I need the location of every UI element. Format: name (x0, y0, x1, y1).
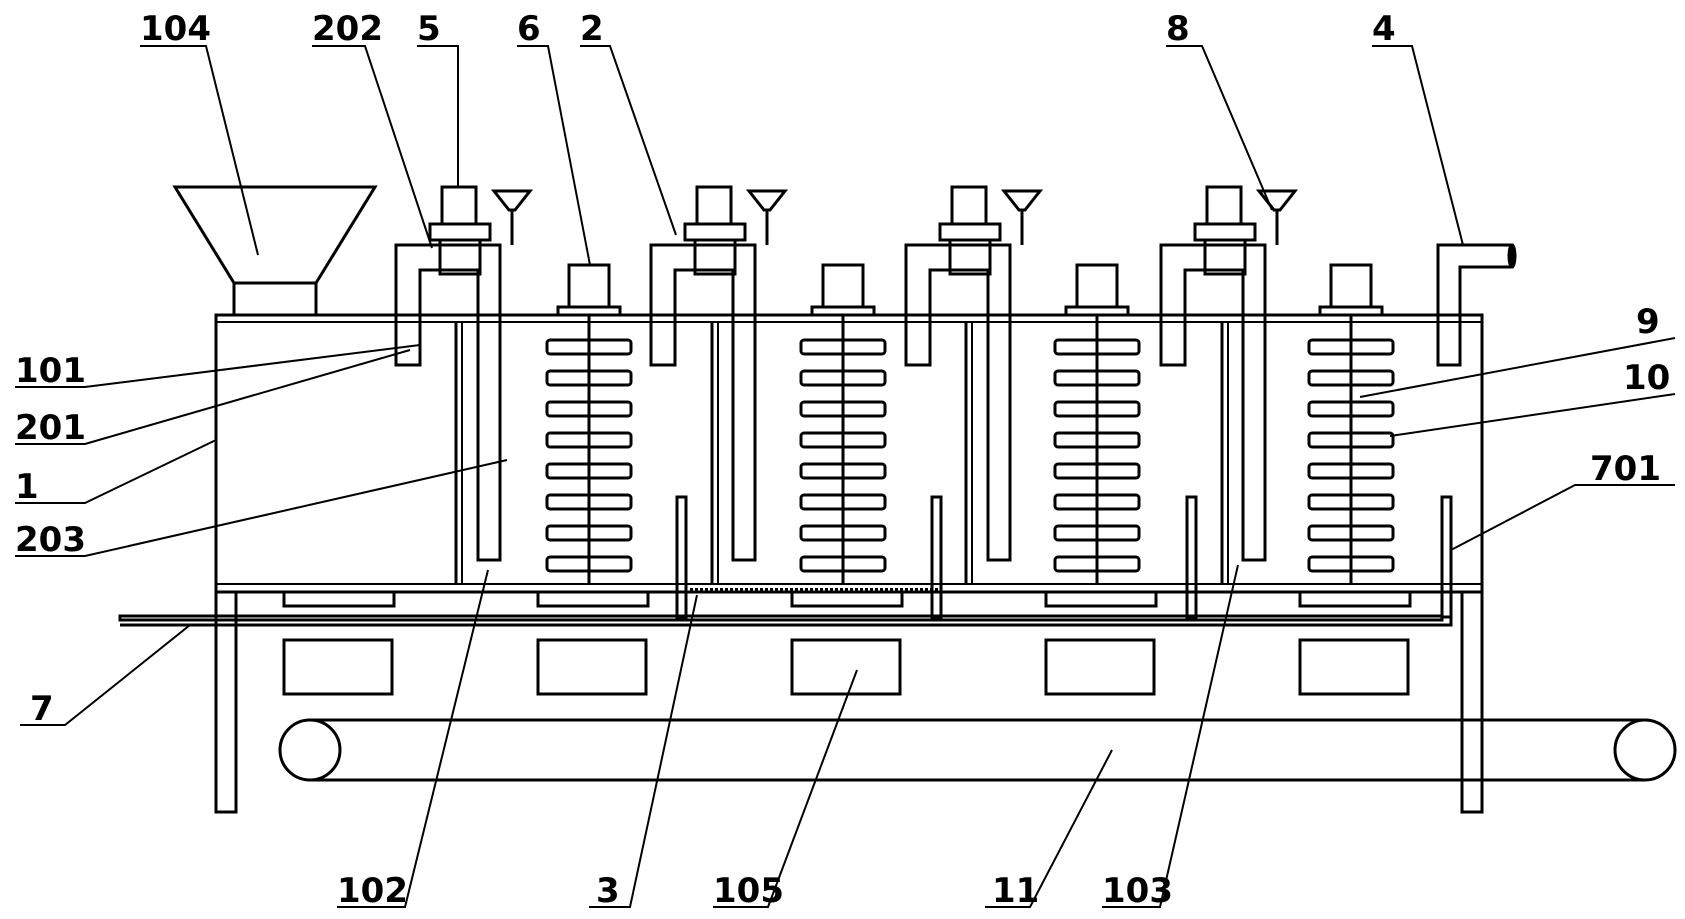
label-701: 701 (1590, 449, 1661, 489)
support-legs (214, 590, 1484, 814)
label-3: 3 (596, 871, 620, 911)
collection-trays (282, 638, 1410, 696)
stirrer-1 (545, 263, 633, 584)
label-5: 5 (417, 9, 441, 49)
leader-lines (15, 45, 1676, 908)
label-9: 9 (1636, 302, 1660, 342)
label-8: 8 (1166, 9, 1190, 49)
label-1: 1 (15, 467, 39, 507)
label-7: 7 (30, 689, 54, 729)
label-202: 202 (312, 9, 383, 49)
label-6: 6 (517, 9, 541, 49)
label-2: 2 (580, 9, 604, 49)
outlet-pipe (1436, 243, 1517, 367)
discharge-outlets (282, 590, 1412, 608)
reference-labels: 104 202 5 6 2 8 4 101 201 1 203 9 10 701… (15, 9, 1670, 911)
label-203: 203 (15, 520, 86, 560)
label-4: 4 (1372, 9, 1396, 49)
transfer-unit-4 (1159, 185, 1299, 562)
label-10: 10 (1623, 358, 1670, 398)
label-101: 101 (15, 351, 86, 391)
stirrer-4 (1307, 263, 1395, 584)
label-103: 103 (1102, 871, 1173, 911)
label-105: 105 (713, 871, 784, 911)
conveyor-belt (278, 718, 1677, 782)
stirrer-2 (799, 263, 887, 584)
feed-hopper (172, 185, 378, 317)
transfer-unit-2 (649, 185, 789, 562)
label-104: 104 (140, 9, 211, 49)
label-102: 102 (337, 871, 408, 911)
water-pipe (118, 600, 1453, 627)
stirrer-3 (1053, 263, 1141, 584)
transfer-unit-3 (904, 185, 1044, 562)
machine-housing (214, 313, 1484, 594)
label-201: 201 (15, 408, 86, 448)
transfer-unit-1 (394, 185, 534, 562)
label-11: 11 (992, 871, 1039, 911)
